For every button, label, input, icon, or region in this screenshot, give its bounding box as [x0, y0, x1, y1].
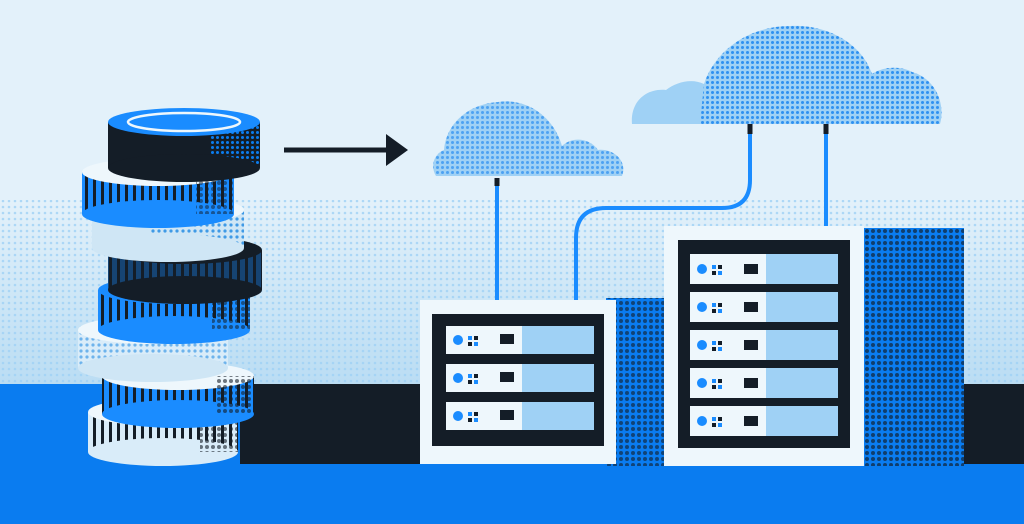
coin-stack-icon	[78, 108, 262, 466]
server-unit	[690, 254, 838, 284]
coin	[108, 108, 260, 182]
cloud-icon	[433, 101, 624, 176]
server-unit	[446, 402, 594, 430]
server-rack-icon	[420, 298, 666, 466]
server-unit	[690, 368, 838, 398]
cloud-icon	[631, 25, 942, 124]
server-unit	[690, 330, 838, 360]
server-rack-icon	[664, 226, 964, 466]
arrow-right-icon	[284, 134, 408, 166]
server-unit	[690, 292, 838, 322]
network-cables	[494, 124, 829, 300]
server-unit	[446, 326, 594, 354]
server-unit	[690, 406, 838, 436]
server-unit	[446, 364, 594, 392]
